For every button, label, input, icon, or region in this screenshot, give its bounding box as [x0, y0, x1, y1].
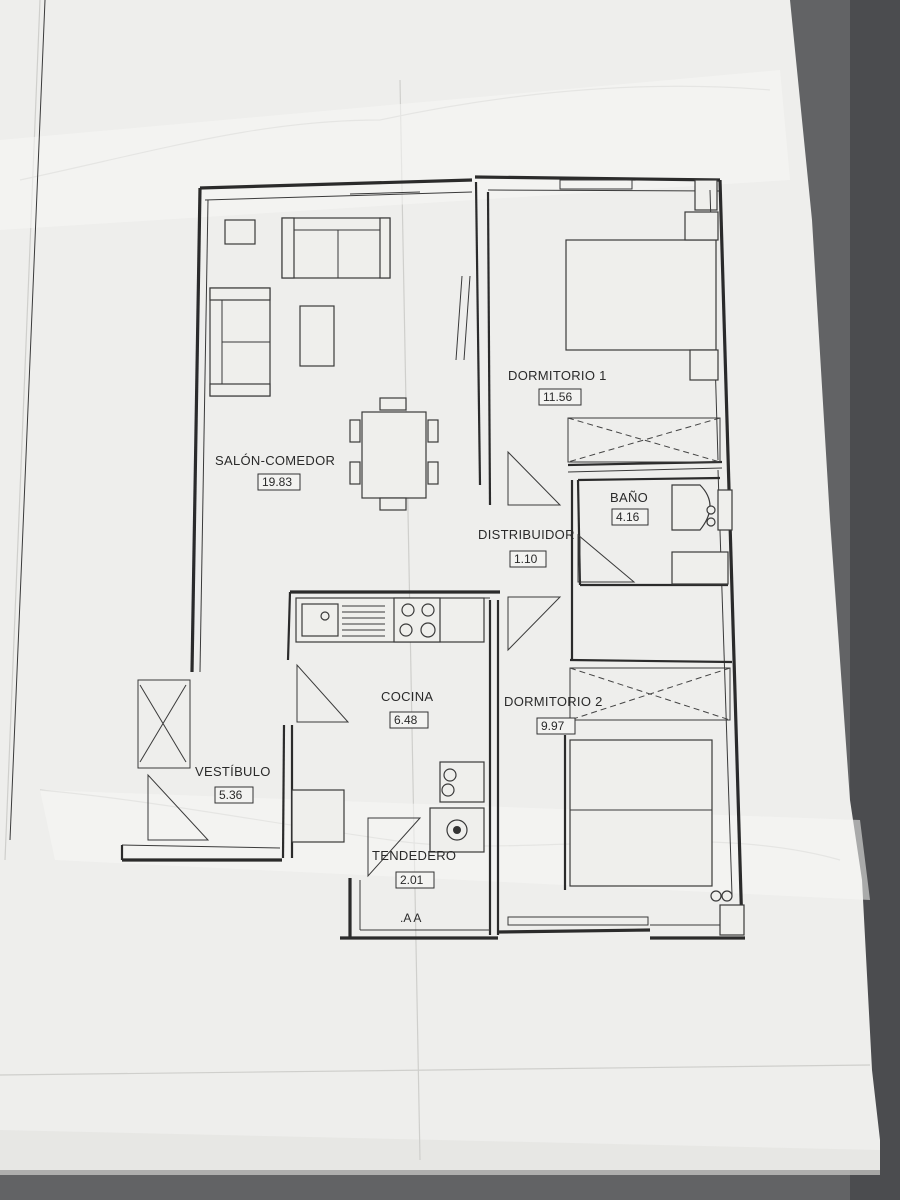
room-name-salon: SALÓN-COMEDOR	[215, 453, 335, 468]
room-name-dorm1: DORMITORIO 1	[508, 368, 607, 383]
room-name-tendedero: TENDEDERO	[372, 848, 456, 863]
room-name-bano: BAÑO	[610, 490, 648, 505]
door-swings	[147, 450, 636, 878]
furniture	[209, 211, 733, 902]
room-name-vestibulo: VESTÍBULO	[195, 764, 271, 779]
room-bano: BAÑO 4.16	[610, 490, 649, 526]
room-dorm2: DORMITORIO 2 9.97	[504, 694, 603, 735]
paper-shadow	[0, 1130, 880, 1175]
room-cocina: COCINA 6.48	[381, 689, 433, 729]
room-tendedero: TENDEDERO 2.01	[372, 848, 456, 889]
room-vestibulo: VESTÍBULO 5.36	[195, 764, 271, 804]
room-area-dorm2: 9.97	[541, 719, 565, 733]
sink-drainboard	[342, 605, 385, 637]
room-area-salon: 19.83	[262, 475, 292, 489]
room-name-cocina: COCINA	[381, 689, 433, 704]
room-area-dorm1: 11.56	[543, 390, 572, 404]
room-area-distribuidor: 1.10	[514, 552, 538, 566]
sheet-border-left	[9, 0, 46, 841]
room-area-tendedero: 2.01	[400, 873, 424, 887]
room-name-distribuidor: DISTRIBUIDOR	[478, 527, 575, 542]
tendedero-mark: .A A	[400, 911, 421, 925]
room-area-bano: 4.16	[616, 510, 640, 524]
room-area-vestibulo: 5.36	[219, 788, 243, 802]
room-dorm1: DORMITORIO 1 11.56	[508, 368, 607, 406]
room-salon: SALÓN-COMEDOR 19.83	[215, 453, 335, 491]
room-labels: SALÓN-COMEDOR 19.83 DORMITORIO 1 11.56 B…	[195, 368, 649, 925]
room-distribuidor: DISTRIBUIDOR 1.10	[478, 527, 575, 568]
room-name-dorm2: DORMITORIO 2	[504, 694, 603, 709]
room-area-cocina: 6.48	[394, 713, 418, 727]
